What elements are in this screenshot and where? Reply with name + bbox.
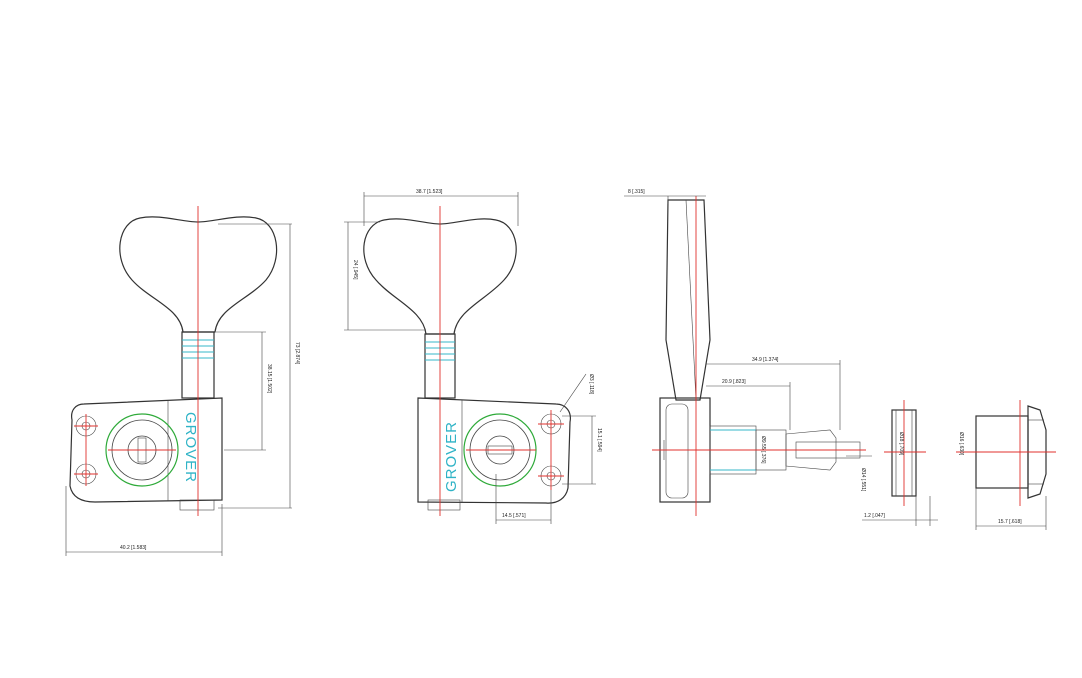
back-key-height-dim: 24 [.945] [352, 260, 358, 280]
front-view: GROVER 73 [2.874] 38.15 [1.502] 40.2 [1.… [65, 206, 300, 556]
side-length-b-dim: 20.9 [.823] [722, 379, 746, 385]
front-shaft-dim: 38.15 [1.502] [266, 364, 272, 394]
side-diameter-b-dim: Ø14 [.551] [860, 468, 866, 492]
side-diameter-a-dim: Ø9.55 [.376] [760, 436, 766, 464]
back-housing [417, 397, 571, 504]
bushing-diameter-dim: Ø16 [.630] [958, 432, 964, 456]
front-brand-label: GROVER [182, 412, 199, 483]
bushing-length-dim: 15.7 [.618] [998, 519, 1022, 525]
side-length-a-dim: 34.9 [1.374] [752, 357, 779, 363]
back-bottom-dim: 14.5 [.571] [502, 513, 526, 519]
washer-diameter-dim: Ø18 [.709] [898, 432, 904, 456]
back-hole-dim: Ø3 [.118] [588, 374, 594, 395]
back-right-height-dim: 15.1 [.594] [596, 428, 602, 452]
front-gear [105, 413, 179, 487]
side-view: 8 [.315] 34.9 [1.374] 20.9 [.823] Ø9.55 … [624, 189, 872, 516]
bushing-view: Ø16 [.630] 15.7 [.618] [956, 400, 1056, 530]
front-height-dim: 73 [2.874] [294, 342, 300, 365]
front-housing [69, 397, 223, 503]
back-key-width-dim: 38.7 [1.523] [416, 189, 443, 195]
back-view: GROVER 38.7 [1.523] 24 [.945] Ø3 [.118] … [344, 189, 602, 524]
washer-view: Ø18 [.709] 1.2 [.047] [862, 400, 938, 526]
back-brand-label: GROVER [443, 421, 460, 492]
side-top-dim: 8 [.315] [628, 189, 645, 195]
side-key-button [665, 199, 711, 401]
washer-thickness-dim: 1.2 [.047] [864, 513, 885, 519]
front-width-dim: 40.2 [1.583] [120, 545, 147, 551]
bushing-flange [1027, 405, 1047, 499]
